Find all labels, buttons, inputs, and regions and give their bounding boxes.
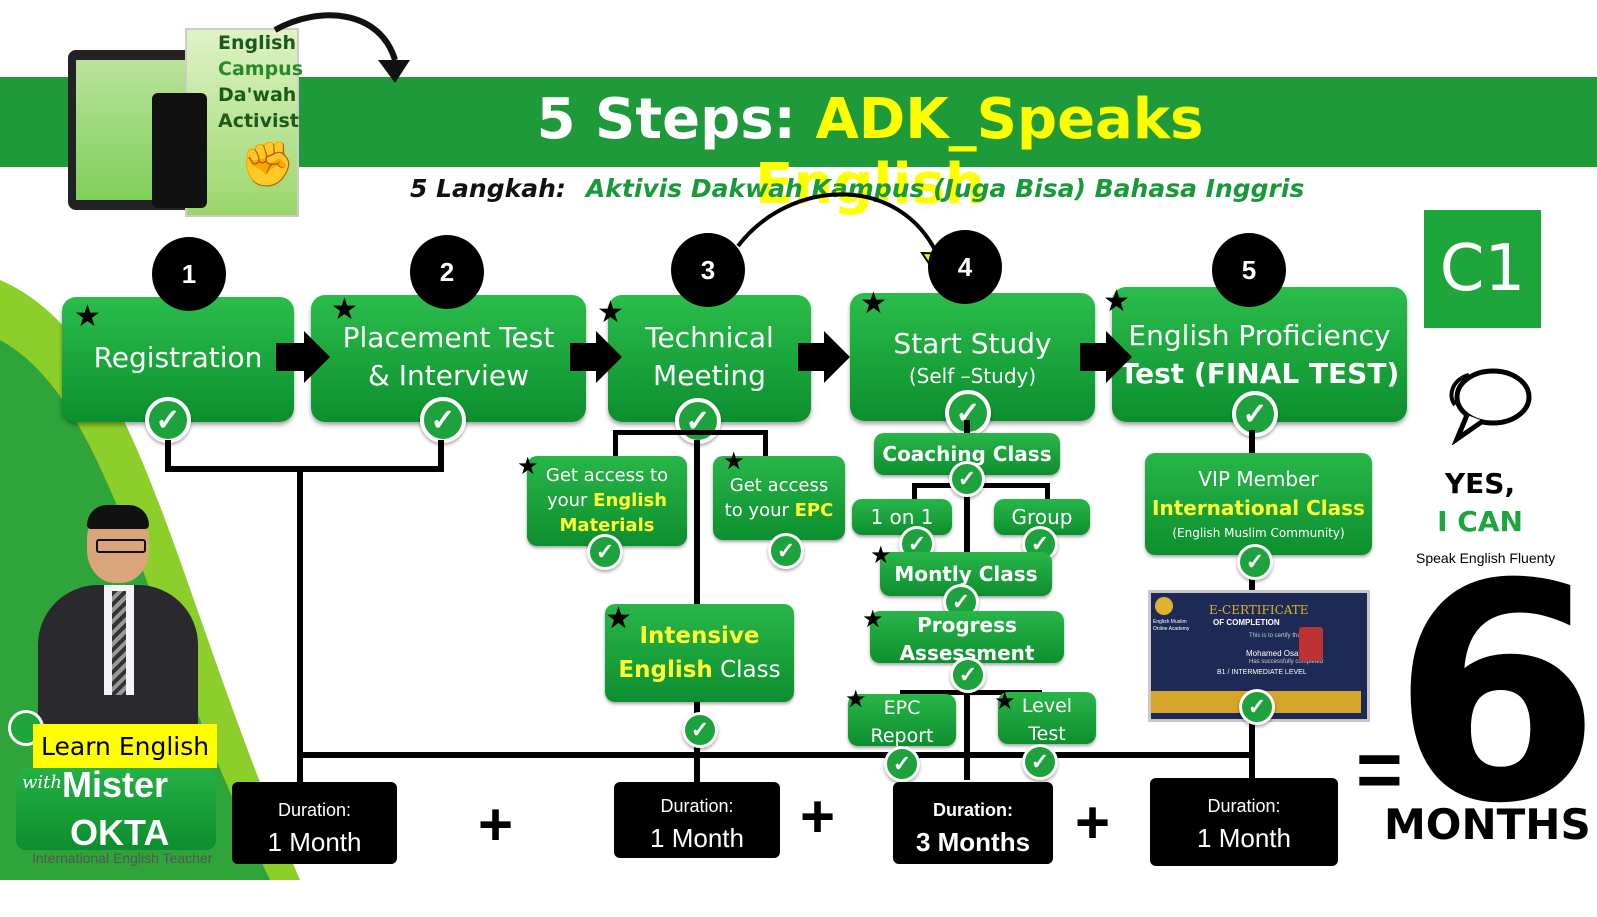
sub-intensive-class: Intensive English Class (605, 604, 794, 702)
duration-box-3: Duration:3 Months (893, 782, 1053, 864)
certificate-brand: English Muslim Online Academy (1153, 619, 1190, 632)
check-icon: ✓ (768, 533, 804, 569)
step-number-4: 4 (928, 230, 1002, 304)
star-icon: ★ (331, 293, 358, 326)
certificate-line: Has successfully completed (1249, 659, 1324, 665)
duration-box-4: Duration:1 Month (1150, 778, 1338, 866)
fist-icon: ✊ (240, 140, 295, 189)
check-icon: ✓ (145, 397, 191, 443)
connector-line (613, 430, 768, 435)
speech-bubble-icon (1449, 368, 1532, 445)
equals-sign: = (1356, 725, 1403, 814)
sub-one-on-one: 1 on 1 (852, 499, 952, 535)
level-badge: C1 (1424, 210, 1541, 328)
plus-sign: + (478, 791, 514, 858)
learn-english-label: Learn English (33, 724, 217, 768)
star-icon: ★ (845, 686, 867, 713)
step-number-2: 2 (410, 235, 484, 309)
connector-line (613, 430, 618, 458)
connector-line (165, 466, 444, 472)
total-unit: MONTHS (1384, 800, 1591, 849)
check-icon: ✓ (682, 712, 718, 748)
step-number-1: 1 (152, 237, 226, 311)
plus-sign: + (800, 783, 836, 850)
star-icon: ★ (994, 688, 1016, 715)
total-number: 6 (1392, 520, 1597, 869)
duration-box-1: Duration:1 Month (232, 782, 397, 864)
teacher-name-box (16, 768, 216, 850)
certificate-subtitle: OF COMPLETION (1213, 618, 1280, 627)
teacher-role: International English Teacher (32, 850, 213, 866)
teacher-photo (30, 505, 210, 725)
page-title: 5 Steps: ADK_Speaks English (536, 87, 1204, 217)
check-icon: ✓ (950, 657, 986, 693)
certificate-level: B1 / INTERMEDIATE LEVEL (1217, 669, 1307, 676)
star-icon: ★ (1103, 285, 1130, 318)
sub-epc-access: Get access to your EPC (713, 456, 845, 540)
page-subtitle: 5 Langkah:Aktivis Dakwah Kampus (Juga Bi… (410, 174, 1305, 203)
speak-fluently: Speak English Fluenty (1416, 550, 1556, 566)
certificate-title: E-CERTIFICATE (1209, 603, 1309, 617)
connector-line (438, 440, 444, 470)
star-icon: ★ (74, 300, 101, 333)
check-icon: ✓ (884, 746, 920, 782)
check-icon: ✓ (949, 461, 985, 497)
check-icon: ✓ (1232, 391, 1278, 437)
certificate-name: Mohamed Osama (1246, 649, 1310, 658)
check-icon: ✓ (1022, 744, 1058, 780)
sub-english-materials: Get access to your English Materials (527, 456, 687, 546)
teacher-name: Mister (62, 764, 169, 805)
teacher-name-2: OKTA (70, 812, 170, 853)
step-number-5: 5 (1212, 233, 1286, 307)
connector-line (763, 430, 768, 458)
star-icon: ★ (597, 296, 624, 329)
duration-box-2: Duration:1 Month (614, 782, 780, 858)
connector-line (165, 440, 171, 470)
with-label: with (22, 772, 62, 793)
plus-sign: + (1075, 789, 1111, 856)
connector-line (297, 466, 303, 786)
star-icon: ★ (605, 602, 632, 635)
certificate-line: This is to certify that (1249, 633, 1303, 639)
check-icon: ✓ (1239, 689, 1275, 725)
sub-vip-member: VIP Member International Class (English … (1145, 453, 1372, 555)
step-number-3: 3 (671, 233, 745, 307)
yes-i-can: YES, I CAN (1437, 467, 1523, 538)
curved-arrow (273, 12, 410, 83)
star-icon: ★ (862, 606, 884, 633)
star-icon: ★ (517, 453, 539, 480)
star-icon: ★ (860, 287, 887, 320)
academy-logo (1155, 597, 1173, 615)
check-icon: ✓ (587, 534, 623, 570)
photo (1299, 627, 1323, 661)
star-icon: ★ (723, 448, 745, 475)
connector-line (297, 752, 1252, 758)
check-icon: ✓ (1237, 544, 1273, 580)
check-icon: ✓ (420, 397, 466, 443)
star-icon: ★ (870, 542, 892, 569)
